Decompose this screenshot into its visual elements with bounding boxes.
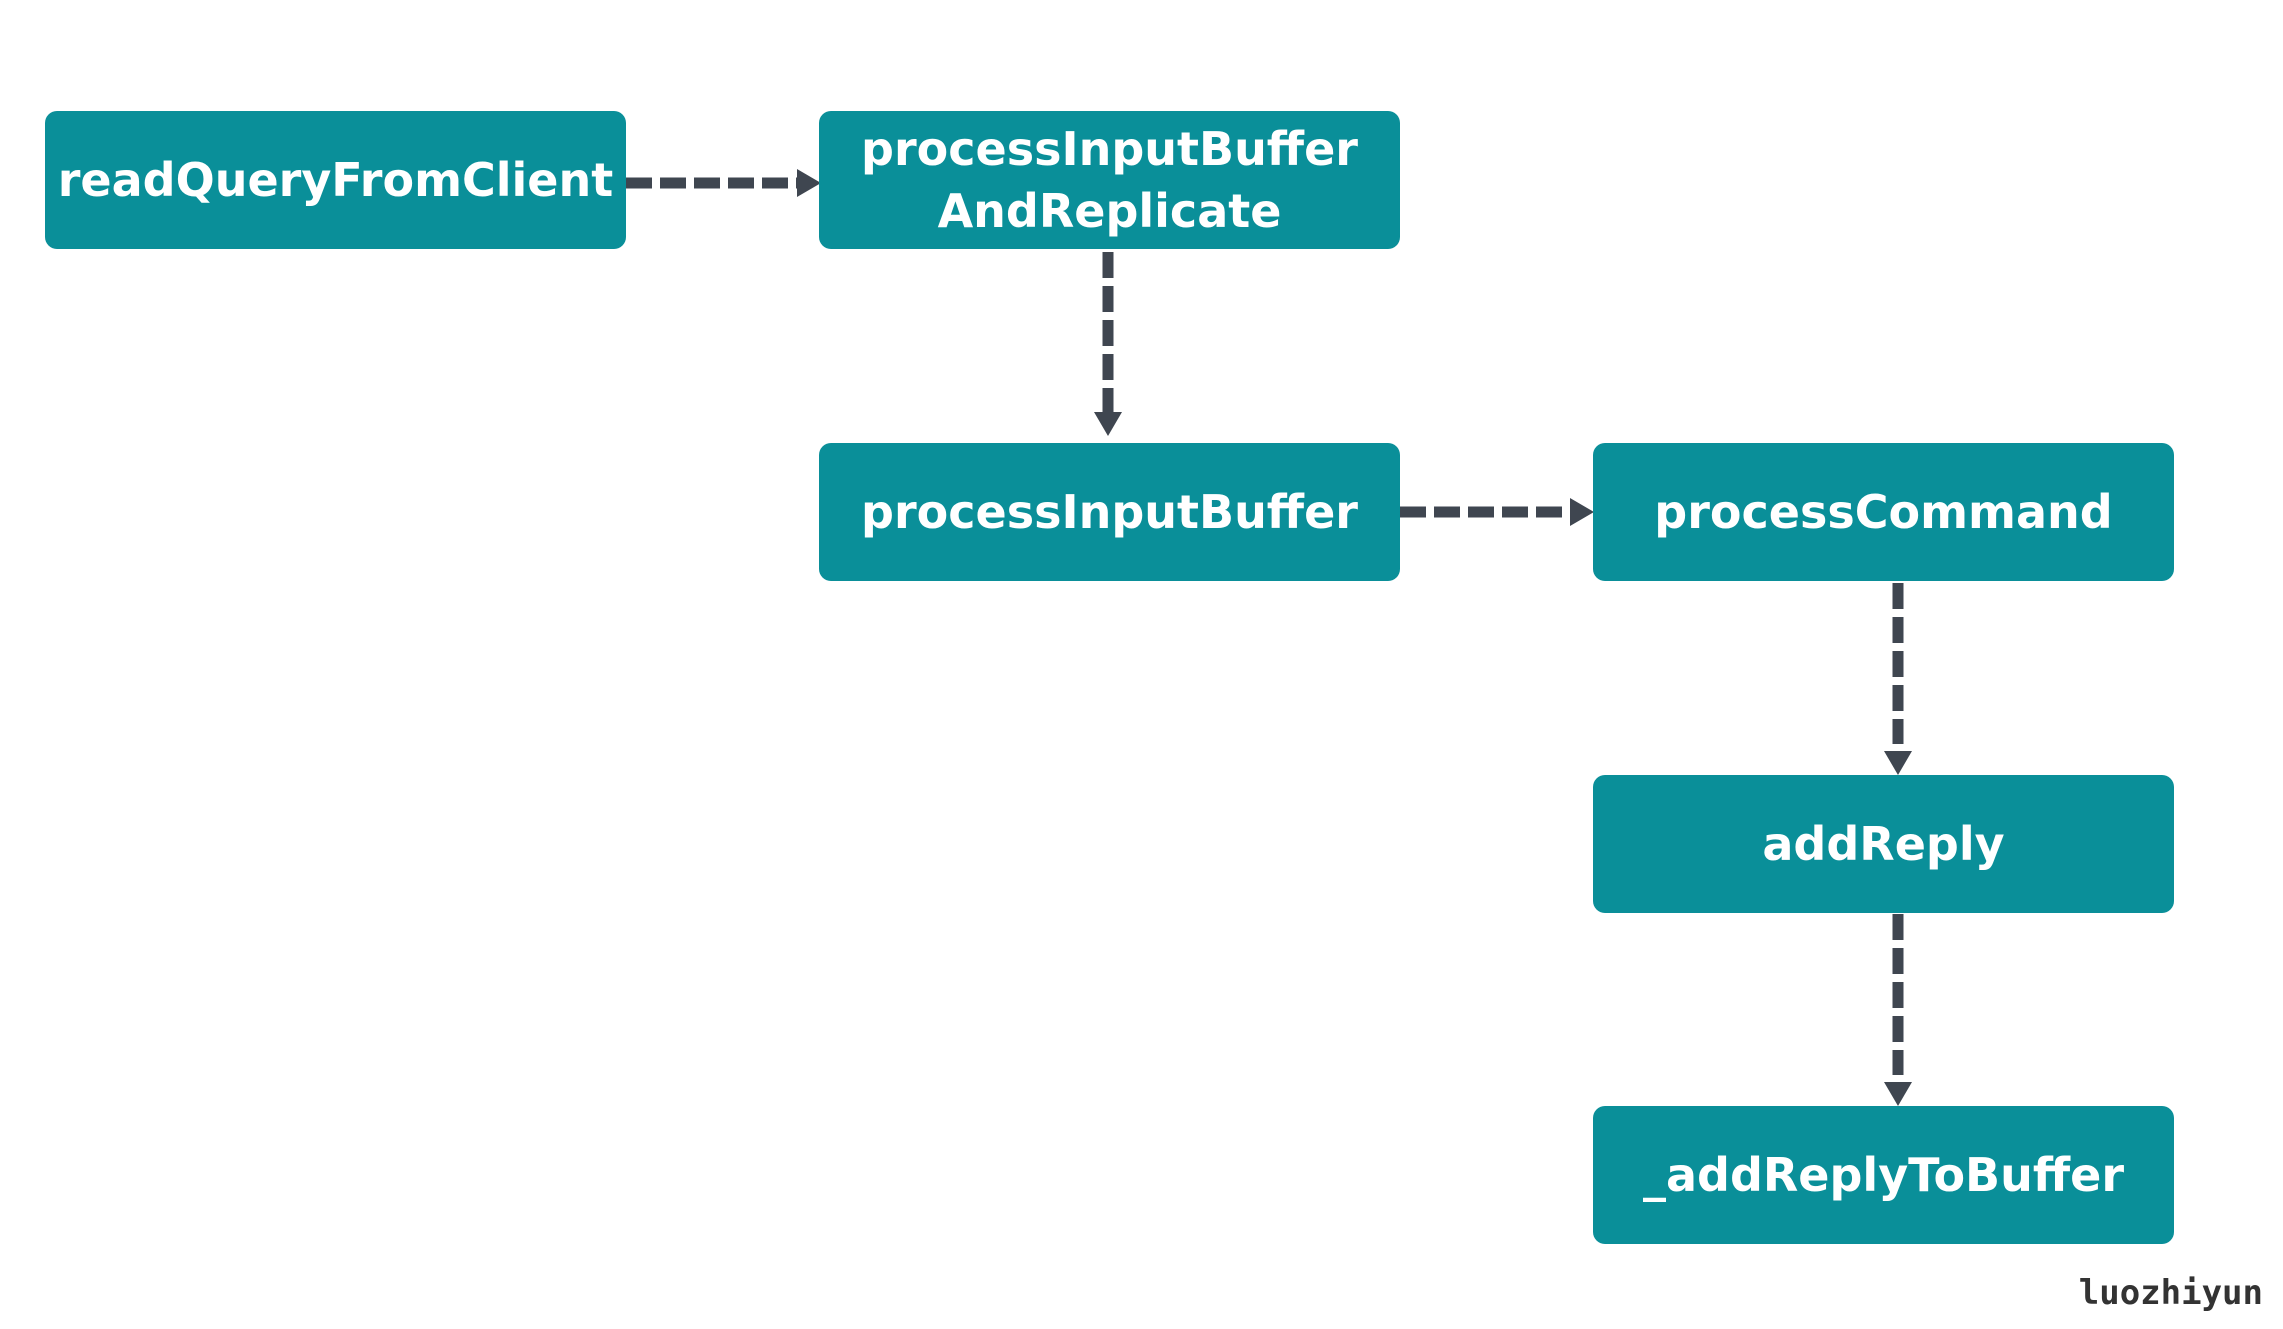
- arrowhead-process-input-to-command: [1570, 498, 1594, 526]
- node-process-input-buffer-and-replicate: processInputBuffer AndReplicate: [819, 111, 1400, 249]
- node-label-line2: AndReplicate: [937, 184, 1282, 238]
- arrowhead-command-to-add-reply: [1884, 751, 1912, 775]
- arrowhead-replicate-to-process-input: [1094, 412, 1122, 436]
- arrowhead-add-reply-to-buffer: [1884, 1082, 1912, 1106]
- node-add-reply: addReply: [1593, 775, 2174, 913]
- node-process-input-buffer: processInputBuffer: [819, 443, 1400, 581]
- node-label: _addReplyToBuffer: [1642, 1148, 2125, 1202]
- node-label-group: processInputBuffer AndReplicate: [861, 118, 1358, 242]
- node-label-line1: processInputBuffer: [861, 122, 1358, 176]
- node-label: readQueryFromClient: [57, 153, 614, 207]
- node-label: processInputBuffer: [861, 485, 1358, 539]
- node-label: addReply: [1762, 817, 2005, 871]
- node-add-reply-to-buffer: _addReplyToBuffer: [1593, 1106, 2174, 1244]
- node-read-query-from-client: readQueryFromClient: [45, 111, 626, 249]
- arrowhead-read-to-replicate: [797, 169, 821, 197]
- watermark: luozhiyun: [2078, 1273, 2263, 1313]
- node-label: processCommand: [1654, 485, 2113, 539]
- node-process-command: processCommand: [1593, 443, 2174, 581]
